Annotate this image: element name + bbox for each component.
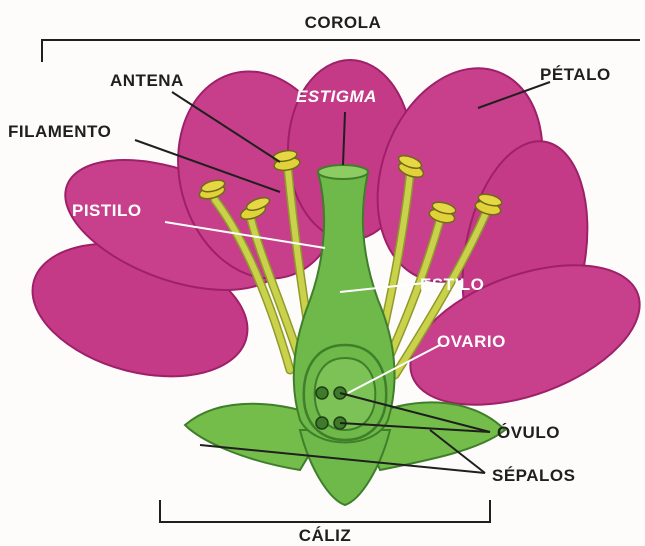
label-ovulo: ÓVULO [497, 423, 560, 442]
label-caliz: CÁLIZ [299, 526, 352, 545]
label-sepalos: SÉPALOS [492, 466, 575, 485]
label-corola: COROLA [305, 13, 382, 32]
label-filamento: FILAMENTO [8, 122, 111, 141]
ovule-1 [316, 387, 328, 399]
label-estigma: ESTIGMA [296, 87, 377, 106]
stigma-top [318, 165, 368, 179]
label-estilo: ESTILO [420, 275, 484, 294]
caliz-bracket [160, 500, 490, 522]
label-ovario: OVARIO [437, 332, 506, 351]
label-antena: ANTENA [110, 71, 184, 90]
label-petalo: PÉTALO [540, 65, 611, 84]
ovule-3 [316, 417, 328, 429]
label-pistilo: PISTILO [72, 201, 142, 220]
corola-bracket [42, 40, 640, 62]
